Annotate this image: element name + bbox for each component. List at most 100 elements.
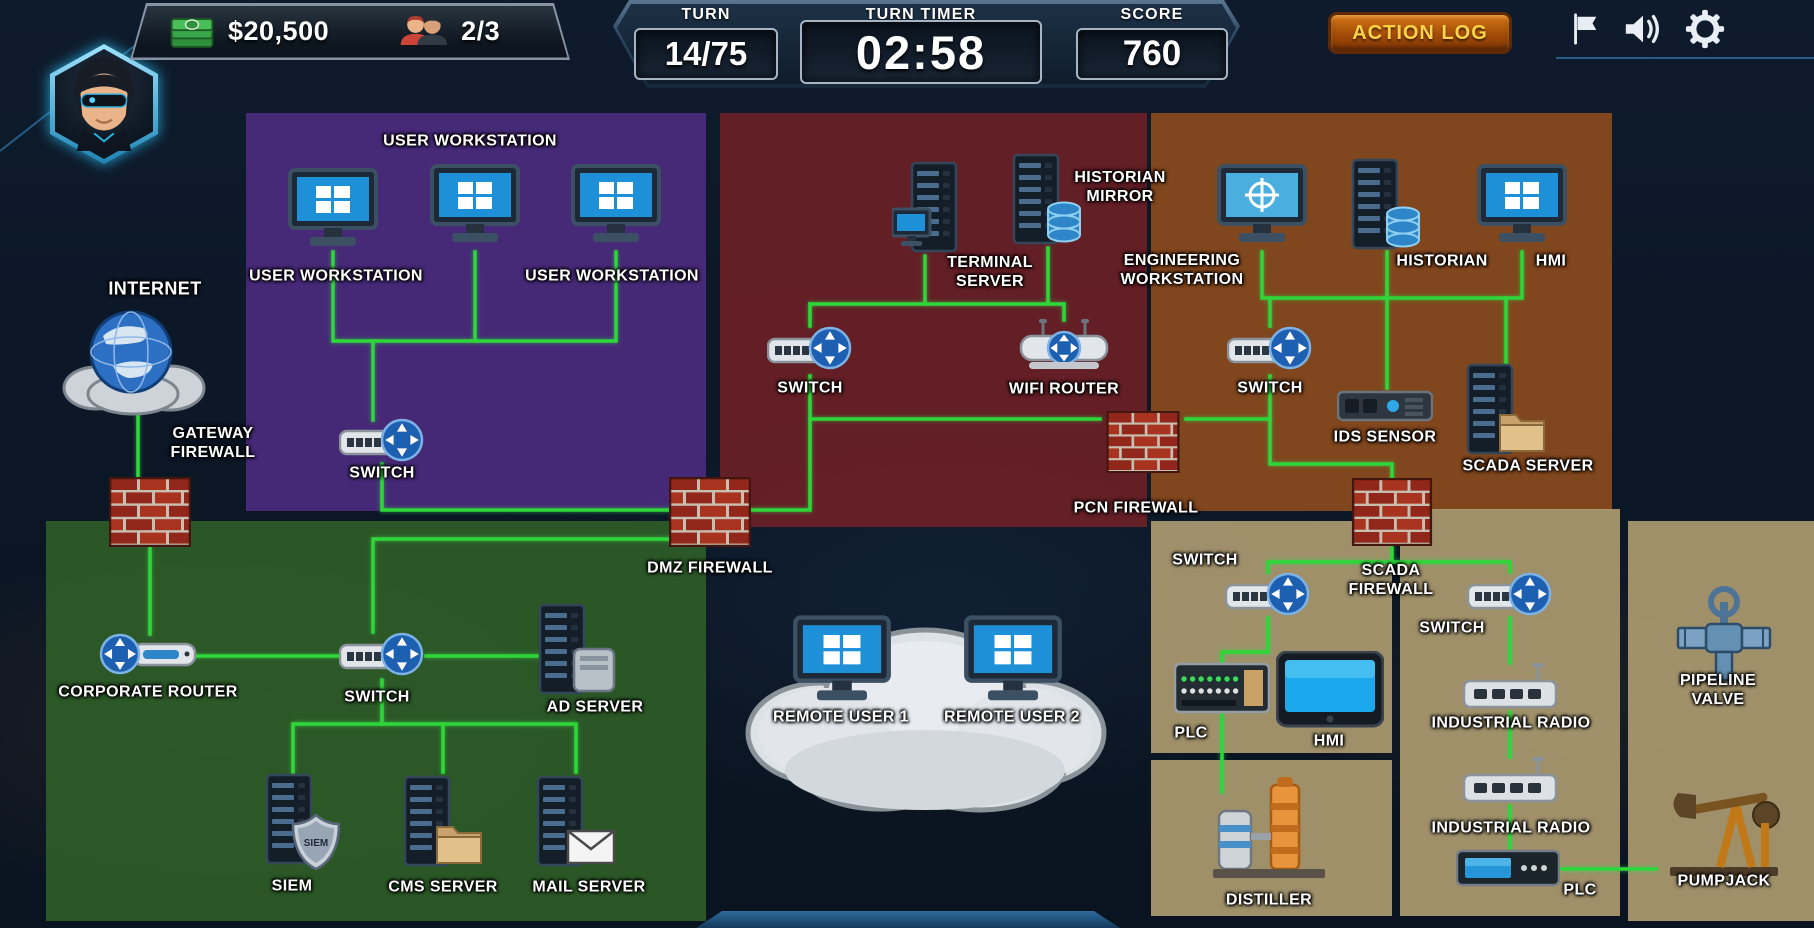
pipeline-valve[interactable] [1675, 586, 1773, 684]
pumpjack-label: PUMPJACK [1677, 872, 1771, 890]
pumpjack[interactable] [1668, 779, 1780, 877]
switch-scada-a[interactable] [1225, 570, 1311, 620]
internet[interactable] [58, 304, 208, 416]
plc-1[interactable] [1174, 659, 1270, 717]
historian[interactable] [1351, 158, 1423, 253]
mail-server[interactable] [536, 775, 616, 870]
user-workstation-3[interactable] [570, 164, 662, 246]
switch-scada-b[interactable] [1467, 570, 1553, 620]
hud-decor-line-right [1556, 57, 1814, 59]
flag-icon[interactable] [1568, 12, 1602, 46]
terminal-server-label: TERMINAL SERVER [947, 254, 1033, 290]
user-workstation-2-label: USER WORKSTATION [383, 132, 557, 150]
workstation-icon [1477, 164, 1567, 242]
pumpjack-icon [1670, 792, 1780, 876]
corporate-router[interactable] [99, 632, 197, 678]
workstation-icon [288, 168, 378, 246]
remote-user-2[interactable] [963, 615, 1063, 705]
distiller-label: DISTILLER [1225, 891, 1313, 909]
remote-user-2-label: REMOTE USER 2 [944, 708, 1080, 726]
switch-business-zone-label: SWITCH [777, 379, 843, 397]
hmi-panel[interactable] [1276, 651, 1384, 729]
money-icon [168, 13, 216, 51]
workstation-cad-icon [1217, 164, 1307, 242]
gateway-firewall[interactable] [109, 477, 191, 547]
staff-icon [397, 13, 449, 51]
switch-icon [1227, 326, 1312, 370]
switch-business-zone[interactable] [767, 324, 853, 374]
avatar-portrait [74, 56, 134, 152]
settings-icon[interactable] [1684, 8, 1726, 50]
switch-icon [767, 326, 852, 370]
cms-server[interactable] [403, 775, 483, 870]
user-workstation-2[interactable] [429, 164, 521, 246]
industrial-radio-2-label: INDUSTRIAL RADIO [1431, 819, 1591, 837]
wifi-router-icon [1019, 319, 1109, 369]
industrial-radio-1-label: INDUSTRIAL RADIO [1431, 714, 1591, 732]
switch-icon [1467, 572, 1552, 616]
mail-server-label: MAIL SERVER [532, 878, 646, 896]
ids-sensor-icon [1337, 390, 1433, 422]
turn-status-panel: TURN TURN TIMER SCORE 14/75 02:58 760 [613, 0, 1240, 88]
engineering-workstation-label: ENGINEERING WORKSTATION [1120, 252, 1244, 288]
pipeline-valve-label: PIPELINE VALVE [1679, 672, 1757, 708]
firewall-icon [109, 477, 191, 547]
valve-icon [1676, 586, 1772, 682]
switch-user-zone-label: SWITCH [349, 464, 415, 482]
turn-timer-value: 02:58 [800, 20, 1042, 84]
ids-sensor[interactable] [1337, 385, 1433, 427]
scada-firewall[interactable] [1351, 478, 1433, 546]
switch-corporate-zone[interactable] [339, 630, 425, 680]
hmi-workstation[interactable] [1476, 164, 1568, 246]
switch-icon [339, 632, 424, 676]
plc-2[interactable] [1456, 847, 1560, 889]
score-value: 760 [1076, 28, 1228, 80]
switch-icon [1225, 572, 1310, 616]
resources-panel: $20,500 2/3 [130, 3, 570, 60]
remote-user-1[interactable] [792, 615, 892, 705]
hmi-workstation-label: HMI [1535, 252, 1567, 270]
player-avatar[interactable] [50, 44, 158, 164]
historian-label: HISTORIAN [1396, 252, 1488, 270]
hmi-panel-label: HMI [1313, 732, 1345, 750]
scada-server[interactable] [1466, 363, 1546, 458]
action-log-button[interactable]: ACTION LOG [1328, 12, 1512, 54]
remote-user-1-label: REMOTE USER 1 [773, 708, 909, 726]
workstation-icon [430, 164, 520, 242]
turn-label: TURN [681, 6, 731, 23]
wifi-router[interactable] [1015, 317, 1113, 375]
score-label: SCORE [1120, 6, 1184, 23]
pcn-firewall[interactable] [1102, 411, 1184, 473]
firewall-icon [1106, 411, 1180, 473]
plc-flat-icon [1456, 849, 1560, 887]
historian-mirror[interactable] [1012, 153, 1084, 248]
pcn-firewall-label: PCN FIREWALL [1073, 499, 1199, 517]
hmi-panel-icon [1276, 651, 1384, 728]
switch-user-zone[interactable] [339, 416, 425, 466]
ids-sensor-label: IDS SENSOR [1333, 428, 1437, 446]
router-icon [99, 633, 197, 675]
internet-label: INTERNET [108, 278, 202, 299]
radio-icon [1462, 663, 1558, 709]
gateway-firewall-label: GATEWAY FIREWALL [170, 425, 256, 461]
distiller[interactable] [1213, 777, 1325, 879]
siem[interactable]: SIEM [265, 773, 341, 871]
switch-control-zone[interactable] [1227, 324, 1313, 374]
sound-icon[interactable] [1622, 9, 1664, 49]
user-workstation-1[interactable] [287, 168, 379, 250]
terminal-server[interactable] [892, 161, 958, 256]
dmz-firewall-label: DMZ FIREWALL [647, 559, 773, 577]
engineering-workstation[interactable] [1216, 164, 1308, 246]
workstation-icon [964, 615, 1062, 701]
top-right-icons [1568, 8, 1726, 50]
server-shield-icon: SIEM [265, 773, 341, 871]
industrial-radio-2[interactable] [1462, 755, 1558, 809]
svg-text:SIEM: SIEM [304, 838, 328, 849]
ad-server[interactable] [538, 603, 618, 698]
plc-icon [1174, 662, 1270, 714]
firewall-icon [669, 477, 751, 547]
industrial-radio-1[interactable] [1462, 661, 1558, 715]
switch-control-zone-label: SWITCH [1237, 379, 1303, 397]
dmz-firewall[interactable] [669, 477, 751, 547]
